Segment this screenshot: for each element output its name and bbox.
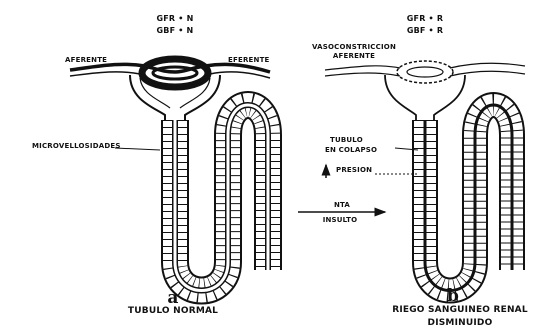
presion-label: PRESION <box>336 166 372 174</box>
panel-b-gbf: GBF • R <box>400 26 450 35</box>
panel-a-glomerulus <box>130 59 220 128</box>
panel-b-glomerulus <box>385 61 465 128</box>
microvellosidades-pointer <box>115 148 160 150</box>
colapso-label: EN COLAPSO <box>325 146 377 154</box>
panel-a-aferente: AFERENTE <box>65 56 107 64</box>
panel-b-caption-line1: RIEGO SANGUINEO RENAL <box>385 305 535 315</box>
panel-a-caption: TUBULO NORMAL <box>113 306 233 316</box>
panel-a-tubule <box>175 105 268 291</box>
panel-b-letter: b <box>438 286 468 306</box>
insulto-label: INSULTO <box>310 216 370 224</box>
nta-label: NTA <box>312 201 372 209</box>
panel-b-caption-line2: DISMINUIDO <box>385 318 535 328</box>
panel-b-aferente: AFERENTE <box>306 52 402 60</box>
tubulo-label: TUBULO <box>330 136 363 144</box>
panel-b-tubule <box>425 105 512 291</box>
panel-a-eferente: EFERENTE <box>228 56 270 64</box>
panel-b-vessels <box>325 63 525 76</box>
vasoconstriccion-label: VASOCONSTRICCION <box>306 43 402 51</box>
panel-a-letter: a <box>158 288 188 308</box>
panel-b-gfr: GFR • R <box>400 14 450 23</box>
panel-a-gbf: GBF • N <box>150 26 200 35</box>
panel-a-gfr: GFR • N <box>150 14 200 23</box>
microvellosidades-label: MICROVELLOSIDADES <box>32 142 121 150</box>
